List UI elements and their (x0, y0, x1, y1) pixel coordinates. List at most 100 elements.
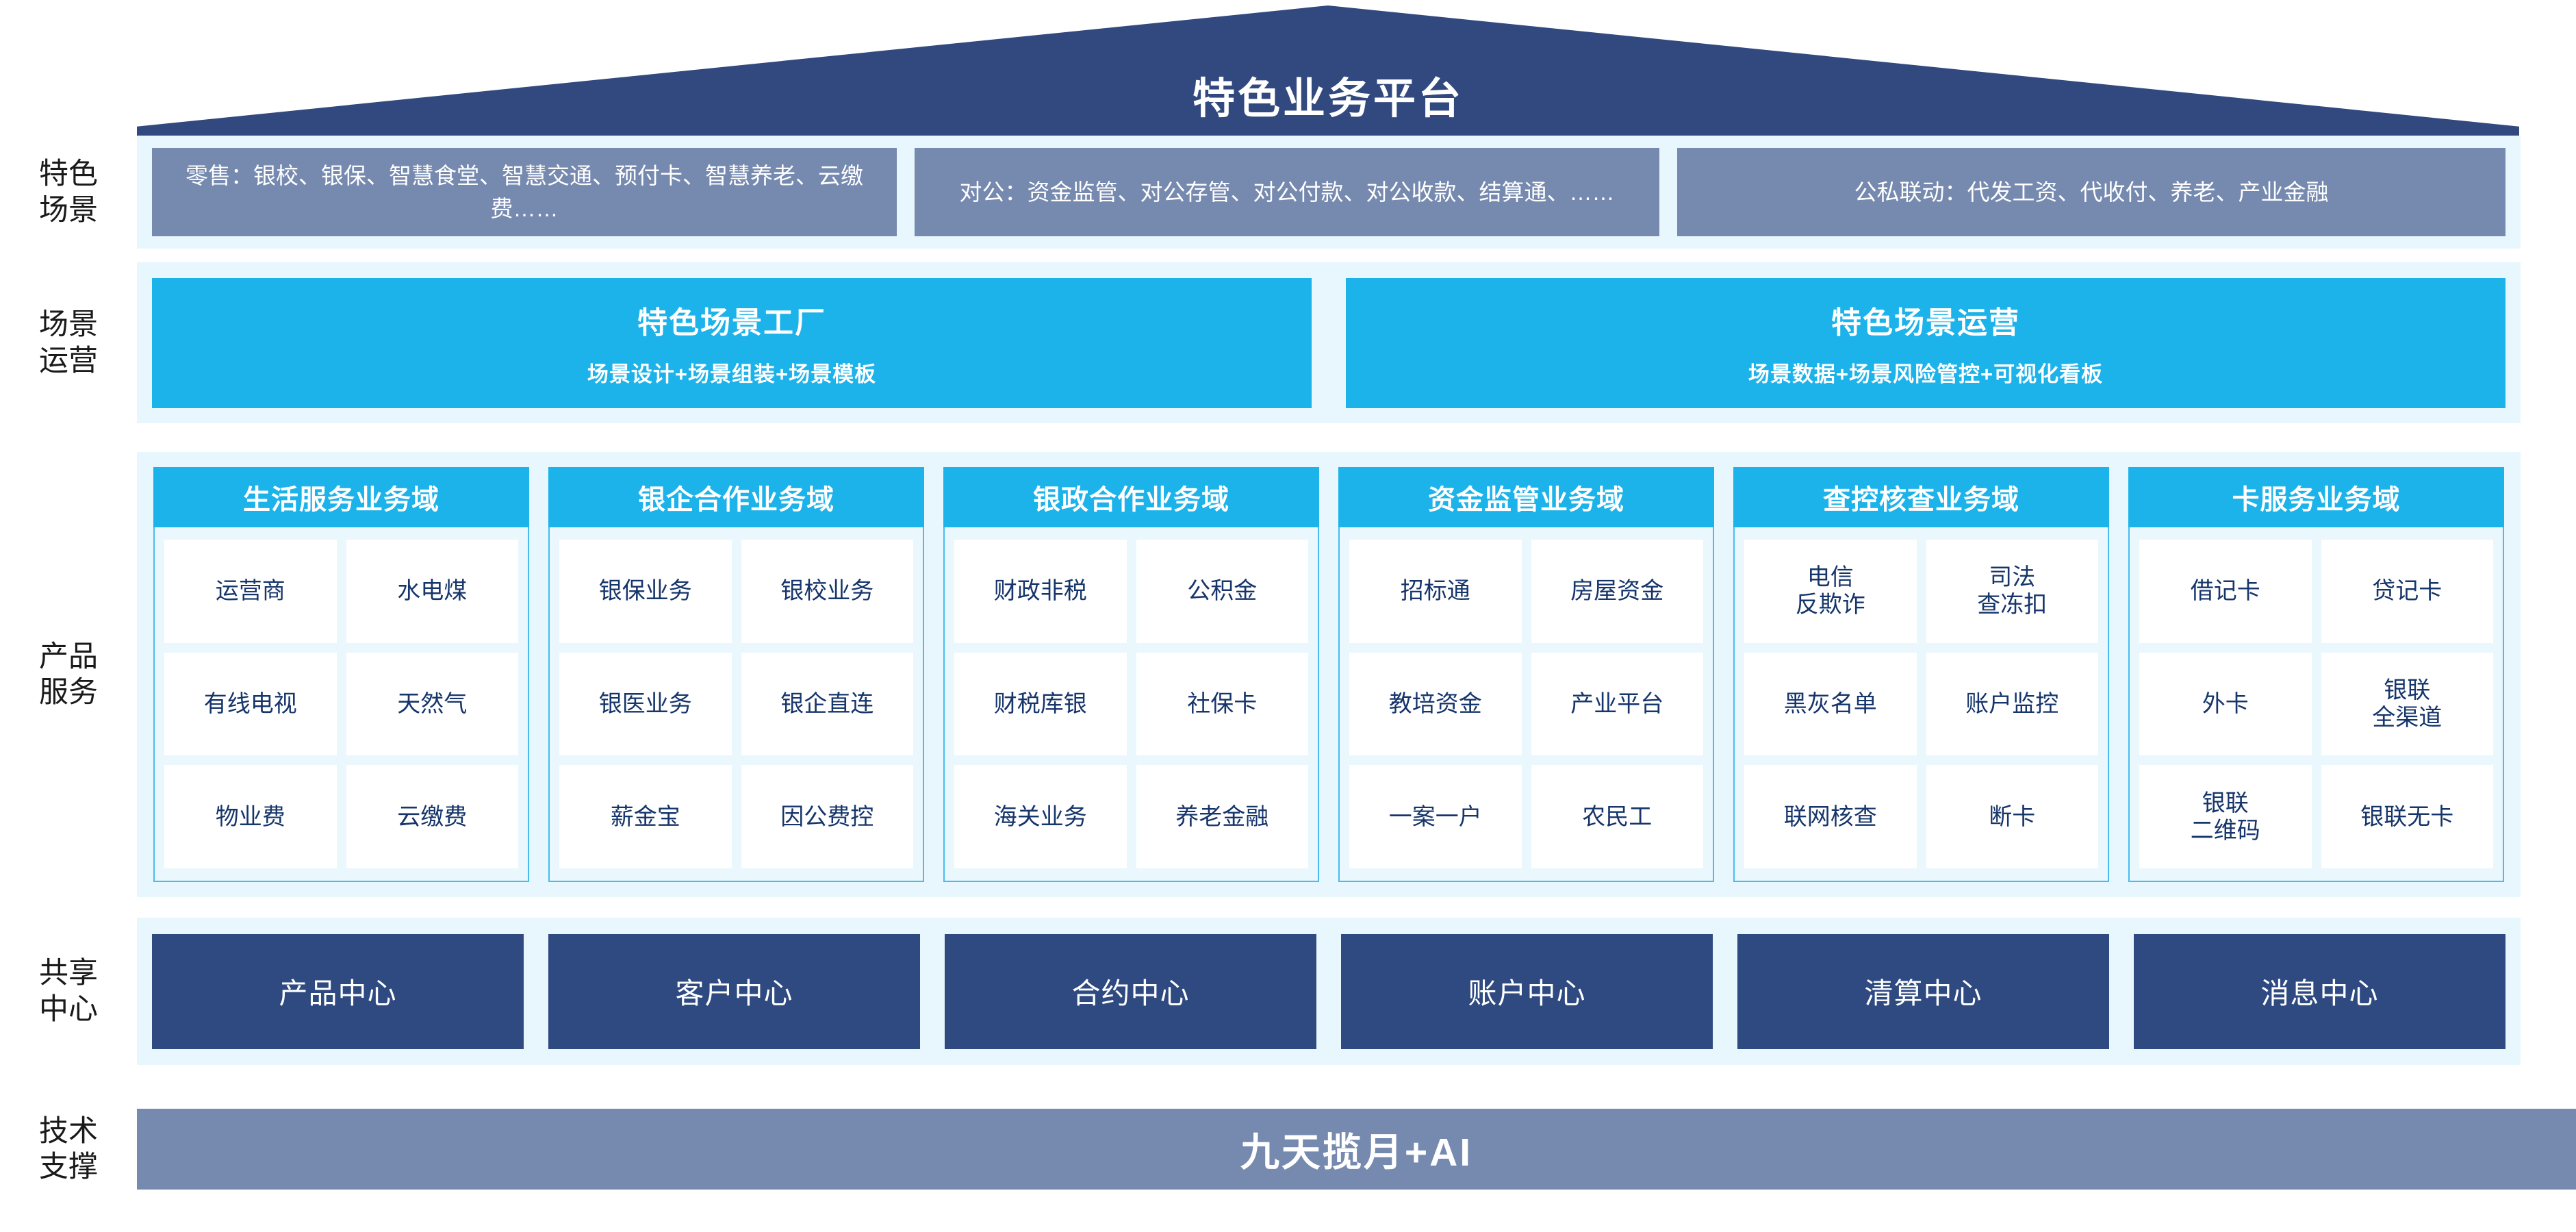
domain-cell[interactable]: 司法 查冻扣 (1926, 540, 2098, 643)
domain-row: 运营商 水电煤 (164, 540, 518, 643)
domain-column-card-service: 卡服务业务域 借记卡 贷记卡 外卡 银联 全渠道 银联 二维码 银联无卡 (2128, 467, 2504, 882)
domain-header: 查控核查业务域 (1733, 467, 2109, 527)
domain-row: 教培资金 产业平台 (1349, 652, 1703, 756)
ops-box-scenario-factory[interactable]: 特色场景工厂 场景设计+场景组装+场景模板 (152, 277, 1312, 408)
domain-cell[interactable]: 财税库银 (954, 652, 1127, 756)
domain-row: 银联 二维码 银联无卡 (2139, 765, 2493, 869)
domain-cell[interactable]: 借记卡 (2139, 540, 2312, 643)
domain-cell[interactable]: 银保业务 (559, 540, 732, 643)
domain-cell[interactable]: 公积金 (1136, 540, 1308, 643)
technical-support-title: 九天揽月+AI (1240, 1131, 1473, 1174)
domain-cell[interactable]: 银联 二维码 (2139, 765, 2312, 869)
domain-header: 资金监管业务域 (1338, 467, 1714, 527)
domain-body: 招标通 房屋资金 教培资金 产业平台 一案一户 农民工 (1338, 527, 1714, 882)
domain-column-bank-government: 银政合作业务域 财政非税 公积金 财税库银 社保卡 海关业务 养老金融 (943, 467, 1319, 882)
domain-cell[interactable]: 运营商 (164, 540, 337, 643)
domain-cell[interactable]: 银企直连 (741, 652, 913, 756)
domain-row: 外卡 银联 全渠道 (2139, 652, 2493, 756)
row-product-services: 产品 服务 生活服务业务域 运营商 水电煤 有线电视 天然气 物业费 云缴费 (0, 452, 2521, 897)
center-box-settlement[interactable]: 清算中心 (1737, 933, 2109, 1049)
domain-row: 有线电视 天然气 (164, 652, 518, 756)
domain-cell[interactable]: 黑灰名单 (1744, 652, 1917, 756)
row-label-line2: 场景 (39, 193, 98, 227)
domain-cell[interactable]: 银联无卡 (2321, 765, 2493, 869)
domain-cell[interactable]: 银联 全渠道 (2321, 652, 2493, 756)
ops-title: 特色场景工厂 (637, 306, 826, 340)
domain-row: 财政非税 公积金 (954, 540, 1308, 643)
domain-row: 薪金宝 因公费控 (559, 765, 913, 869)
domain-cell[interactable]: 教培资金 (1349, 652, 1522, 756)
domain-header: 卡服务业务域 (2128, 467, 2504, 527)
domain-cell[interactable]: 海关业务 (954, 765, 1127, 869)
domain-body: 运营商 水电煤 有线电视 天然气 物业费 云缴费 (153, 527, 529, 882)
row-label-line2: 中心 (39, 992, 98, 1026)
row-shared-centers: 共享 中心 产品中心 客户中心 合约中心 账户中心 清算中心 消息中心 (0, 918, 2521, 1065)
domain-column-bank-enterprise: 银企合作业务域 银保业务 银校业务 银医业务 银企直连 薪金宝 因公费控 (548, 467, 924, 882)
domain-cell[interactable]: 物业费 (164, 765, 337, 869)
scenario-box-corporate[interactable]: 对公：资金监管、对公存管、对公付款、对公收款、结算通、…… (915, 148, 1659, 236)
domain-cell[interactable]: 招标通 (1349, 540, 1522, 643)
row-label-technical-support: 技术 支撑 (0, 1094, 137, 1204)
domain-body: 银保业务 银校业务 银医业务 银企直连 薪金宝 因公费控 (548, 527, 924, 882)
domain-cell[interactable]: 天然气 (346, 652, 518, 756)
row-label-line1: 特色 (39, 158, 98, 191)
domain-body: 借记卡 贷记卡 外卡 银联 全渠道 银联 二维码 银联无卡 (2128, 527, 2504, 882)
domain-cell[interactable]: 银医业务 (559, 652, 732, 756)
domain-column-life-service: 生活服务业务域 运营商 水电煤 有线电视 天然气 物业费 云缴费 (153, 467, 529, 882)
row-label-shared-centers: 共享 中心 (0, 918, 137, 1065)
domain-row: 财税库银 社保卡 (954, 652, 1308, 756)
center-box-message[interactable]: 消息中心 (2134, 933, 2505, 1049)
domain-row: 银保业务 银校业务 (559, 540, 913, 643)
domain-cell[interactable]: 社保卡 (1136, 652, 1308, 756)
domain-row: 物业费 云缴费 (164, 765, 518, 869)
row-label-featured-scenarios: 特色 场景 (0, 136, 137, 249)
row-label-scenario-operations: 场景 运营 (0, 262, 137, 423)
center-box-customer[interactable]: 客户中心 (548, 933, 920, 1049)
domain-cell[interactable]: 薪金宝 (559, 765, 732, 869)
domain-header: 生活服务业务域 (153, 467, 529, 527)
domain-cell[interactable]: 财政非税 (954, 540, 1127, 643)
row-label-line1: 场景 (39, 308, 98, 342)
row-label-line2: 运营 (39, 344, 98, 377)
row-label-line2: 支撑 (39, 1151, 98, 1183)
domain-cell[interactable]: 银校业务 (741, 540, 913, 643)
domain-body: 电信 反欺诈 司法 查冻扣 黑灰名单 账户监控 联网核查 断卡 (1733, 527, 2109, 882)
domain-cell[interactable]: 因公费控 (741, 765, 913, 869)
domain-row: 借记卡 贷记卡 (2139, 540, 2493, 643)
domain-cell[interactable]: 云缴费 (346, 765, 518, 869)
domain-cell[interactable]: 农民工 (1531, 765, 1703, 869)
scenario-box-joint[interactable]: 公私联动：代发工资、代收付、养老、产业金融 (1677, 148, 2505, 236)
domain-row: 电信 反欺诈 司法 查冻扣 (1744, 540, 2098, 643)
center-box-product[interactable]: 产品中心 (152, 933, 524, 1049)
row-label-line2: 服务 (39, 676, 98, 709)
row-label-line1: 共享 (39, 957, 98, 990)
domain-cell[interactable]: 养老金融 (1136, 765, 1308, 869)
domain-cell[interactable]: 电信 反欺诈 (1744, 540, 1917, 643)
row-featured-scenarios: 特色 场景 零售：银校、银保、智慧食堂、智慧交通、预付卡、智慧养老、云缴费…… … (0, 136, 2521, 249)
row-label-line1: 技术 (39, 1114, 98, 1148)
domain-header: 银政合作业务域 (943, 467, 1319, 527)
domain-row: 银医业务 银企直连 (559, 652, 913, 756)
row-label-product-services: 产品 服务 (0, 452, 137, 897)
center-box-contract[interactable]: 合约中心 (945, 933, 1316, 1049)
platform-title: 特色业务平台 (1192, 75, 1464, 123)
domain-cell[interactable]: 外卡 (2139, 652, 2312, 756)
scenarios-panel: 零售：银校、银保、智慧食堂、智慧交通、预付卡、智慧养老、云缴费…… 对公：资金监… (137, 136, 2521, 249)
domain-cell[interactable]: 贷记卡 (2321, 540, 2493, 643)
domain-row: 联网核查 断卡 (1744, 765, 2098, 869)
domain-cell[interactable]: 断卡 (1926, 765, 2098, 869)
domain-cell[interactable]: 产业平台 (1531, 652, 1703, 756)
scenario-box-retail[interactable]: 零售：银校、银保、智慧食堂、智慧交通、预付卡、智慧养老、云缴费…… (152, 148, 897, 236)
ops-subtitle: 场景数据+场景风险管控+可视化看板 (1748, 362, 2104, 386)
domain-cell[interactable]: 有线电视 (164, 652, 337, 756)
row-scenario-operations: 场景 运营 特色场景工厂 场景设计+场景组装+场景模板 特色场景运营 场景数据+… (0, 262, 2521, 423)
center-box-account[interactable]: 账户中心 (1341, 933, 1713, 1049)
product-services-panel: 生活服务业务域 运营商 水电煤 有线电视 天然气 物业费 云缴费 银企合作业务域 (137, 452, 2521, 897)
domain-cell[interactable]: 水电煤 (346, 540, 518, 643)
domain-cell[interactable]: 联网核查 (1744, 765, 1917, 869)
domain-cell[interactable]: 房屋资金 (1531, 540, 1703, 643)
domain-cell[interactable]: 账户监控 (1926, 652, 2098, 756)
domain-cell[interactable]: 一案一户 (1349, 765, 1522, 869)
domain-column-fund-supervision: 资金监管业务域 招标通 房屋资金 教培资金 产业平台 一案一户 农民工 (1338, 467, 1714, 882)
ops-box-scenario-operation[interactable]: 特色场景运营 场景数据+场景风险管控+可视化看板 (1346, 277, 2505, 408)
